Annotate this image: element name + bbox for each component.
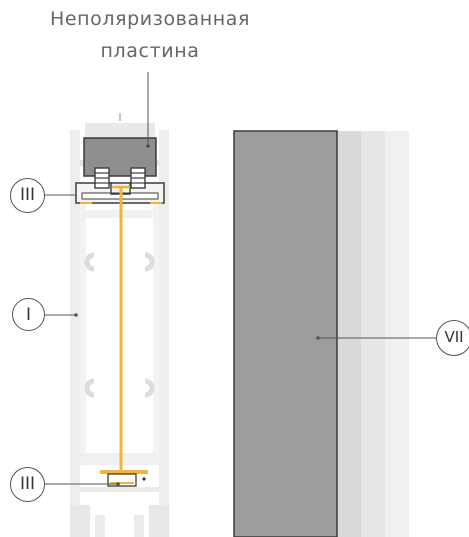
- profile-right-wall: [159, 130, 169, 537]
- callout-top-clamp: III: [10, 178, 45, 213]
- panel-leader-dot: [316, 336, 320, 340]
- panel-main: [233, 130, 338, 537]
- bottom-leader-dot: [116, 482, 120, 486]
- profile-hook-right-lower: [144, 378, 155, 398]
- profile-foot-right: [149, 505, 169, 537]
- profile-hook-right-upper: [144, 252, 155, 272]
- profile-left-wall: [70, 130, 80, 537]
- title-line-1: Неполяризованная: [49, 8, 251, 30]
- profile-hook-left-upper: [84, 252, 95, 272]
- bottom-clamp: [100, 470, 148, 487]
- bottom-clamp-bar: [100, 470, 148, 474]
- panel-layer-1: [337, 131, 361, 537]
- profile-top-cap: [85, 123, 155, 139]
- profile-right-rib: [153, 200, 159, 460]
- profile-foot-inner-right: [134, 515, 144, 537]
- callout-bottom-clamp: III: [10, 467, 45, 502]
- callout-panel: VII: [436, 320, 469, 356]
- profile-leader-dot: [74, 313, 78, 317]
- profile-section: [70, 113, 169, 537]
- profile-foot-left: [70, 505, 90, 537]
- bottom-clamp-dot: [142, 477, 146, 481]
- profile-bottom-step: [80, 487, 159, 492]
- callout-profile: I: [12, 298, 45, 331]
- profile-hook-left-lower: [84, 378, 95, 398]
- leader-lines: [44, 72, 441, 485]
- panel-section: [233, 130, 409, 537]
- panel-layer-3: [385, 131, 409, 537]
- profile-left-rib: [80, 200, 86, 460]
- panel-layer-2: [361, 131, 385, 537]
- title-line-2: пластина: [100, 40, 200, 62]
- profile-foot-inner-left: [95, 515, 105, 537]
